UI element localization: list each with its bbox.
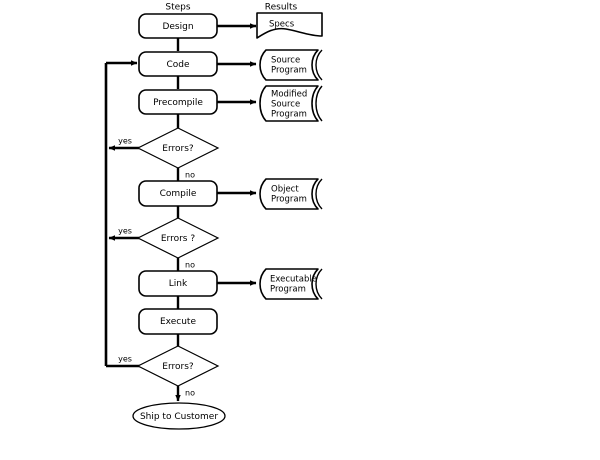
edge-label-errors1-yes: yes: [118, 137, 132, 146]
decision-node-errors2[interactable]: Errors ?: [136, 217, 220, 259]
step-node-compile[interactable]: Compile: [138, 180, 218, 207]
step-label-design: Design: [162, 22, 193, 32]
terminal-node-ship-to-customer[interactable]: Ship to Customer: [132, 402, 226, 430]
step-shape-code: [138, 51, 218, 77]
step-node-design[interactable]: Design: [138, 13, 218, 39]
step-shape-design: [138, 13, 218, 39]
edge-label-errors1-no: no: [185, 171, 195, 180]
result-label-modified-source-line-1: Modified: [271, 90, 307, 100]
result-shape-executable-program-spine: [315, 268, 323, 300]
decision-shape-errors1: [136, 127, 220, 169]
result-label-modified-source-line-2: Source: [271, 100, 300, 110]
step-node-link[interactable]: Link: [138, 270, 218, 297]
result-node-modified-source[interactable]: Modified Source Program: [259, 85, 323, 122]
result-node-executable-program[interactable]: Executable Program: [259, 268, 323, 300]
step-label-execute: Execute: [160, 317, 196, 327]
column-header-results: Results: [265, 3, 298, 13]
result-shape-modified-source: [259, 85, 319, 122]
decision-label-errors2: Errors ?: [161, 234, 195, 244]
step-label-precompile: Precompile: [153, 98, 203, 108]
edge-label-errors2-no: no: [185, 261, 195, 270]
result-label-executable-program-line-2: Program: [270, 285, 306, 295]
result-shape-object-program-spine: [315, 178, 323, 210]
result-label-source-program-line-2: Program: [271, 66, 307, 76]
result-shape-object-program: [259, 178, 319, 210]
edge-label-errors3-no: no: [185, 389, 195, 398]
result-shape-specs: [256, 12, 323, 39]
step-label-code: Code: [166, 60, 190, 70]
result-node-specs[interactable]: Specs: [256, 12, 323, 39]
result-shape-source-program-spine: [315, 49, 323, 81]
decision-shape-errors3: [136, 345, 220, 387]
step-shape-link: [138, 270, 218, 297]
result-label-modified-source-line-3: Program: [271, 110, 307, 120]
decision-node-errors3[interactable]: Errors?: [136, 345, 220, 387]
step-label-compile: Compile: [160, 189, 197, 199]
decision-shape-errors2: [136, 217, 220, 259]
edge-label-errors3-yes: yes: [118, 355, 132, 364]
step-node-code[interactable]: Code: [138, 51, 218, 77]
result-label-source-program-line-1: Source: [271, 56, 300, 66]
decision-label-errors3: Errors?: [162, 362, 194, 372]
decision-label-errors1: Errors?: [162, 144, 194, 154]
step-node-precompile[interactable]: Precompile: [138, 89, 218, 115]
result-node-source-program[interactable]: Source Program: [259, 49, 323, 81]
decision-node-errors1[interactable]: Errors?: [136, 127, 220, 169]
result-shape-executable-program: [259, 268, 319, 300]
step-shape-compile: [138, 180, 218, 207]
terminal-shape-ship-to-customer: [132, 402, 226, 430]
result-shape-source-program: [259, 49, 319, 81]
result-shape-modified-source-spine: [315, 85, 323, 122]
result-label-specs-line-1: Specs: [269, 20, 295, 30]
edge-label-errors2-yes: yes: [118, 227, 132, 236]
step-label-link: Link: [169, 279, 188, 289]
result-label-executable-program-line-1: Executable: [270, 275, 317, 285]
step-shape-execute: [138, 308, 218, 335]
result-label-object-program-line-1: Object: [271, 185, 299, 195]
terminal-label-ship-to-customer: Ship to Customer: [140, 412, 218, 422]
step-shape-precompile: [138, 89, 218, 115]
step-node-execute[interactable]: Execute: [138, 308, 218, 335]
column-header-steps: Steps: [165, 3, 190, 13]
result-label-object-program-line-2: Program: [271, 195, 307, 205]
result-node-object-program[interactable]: Object Program: [259, 178, 323, 210]
